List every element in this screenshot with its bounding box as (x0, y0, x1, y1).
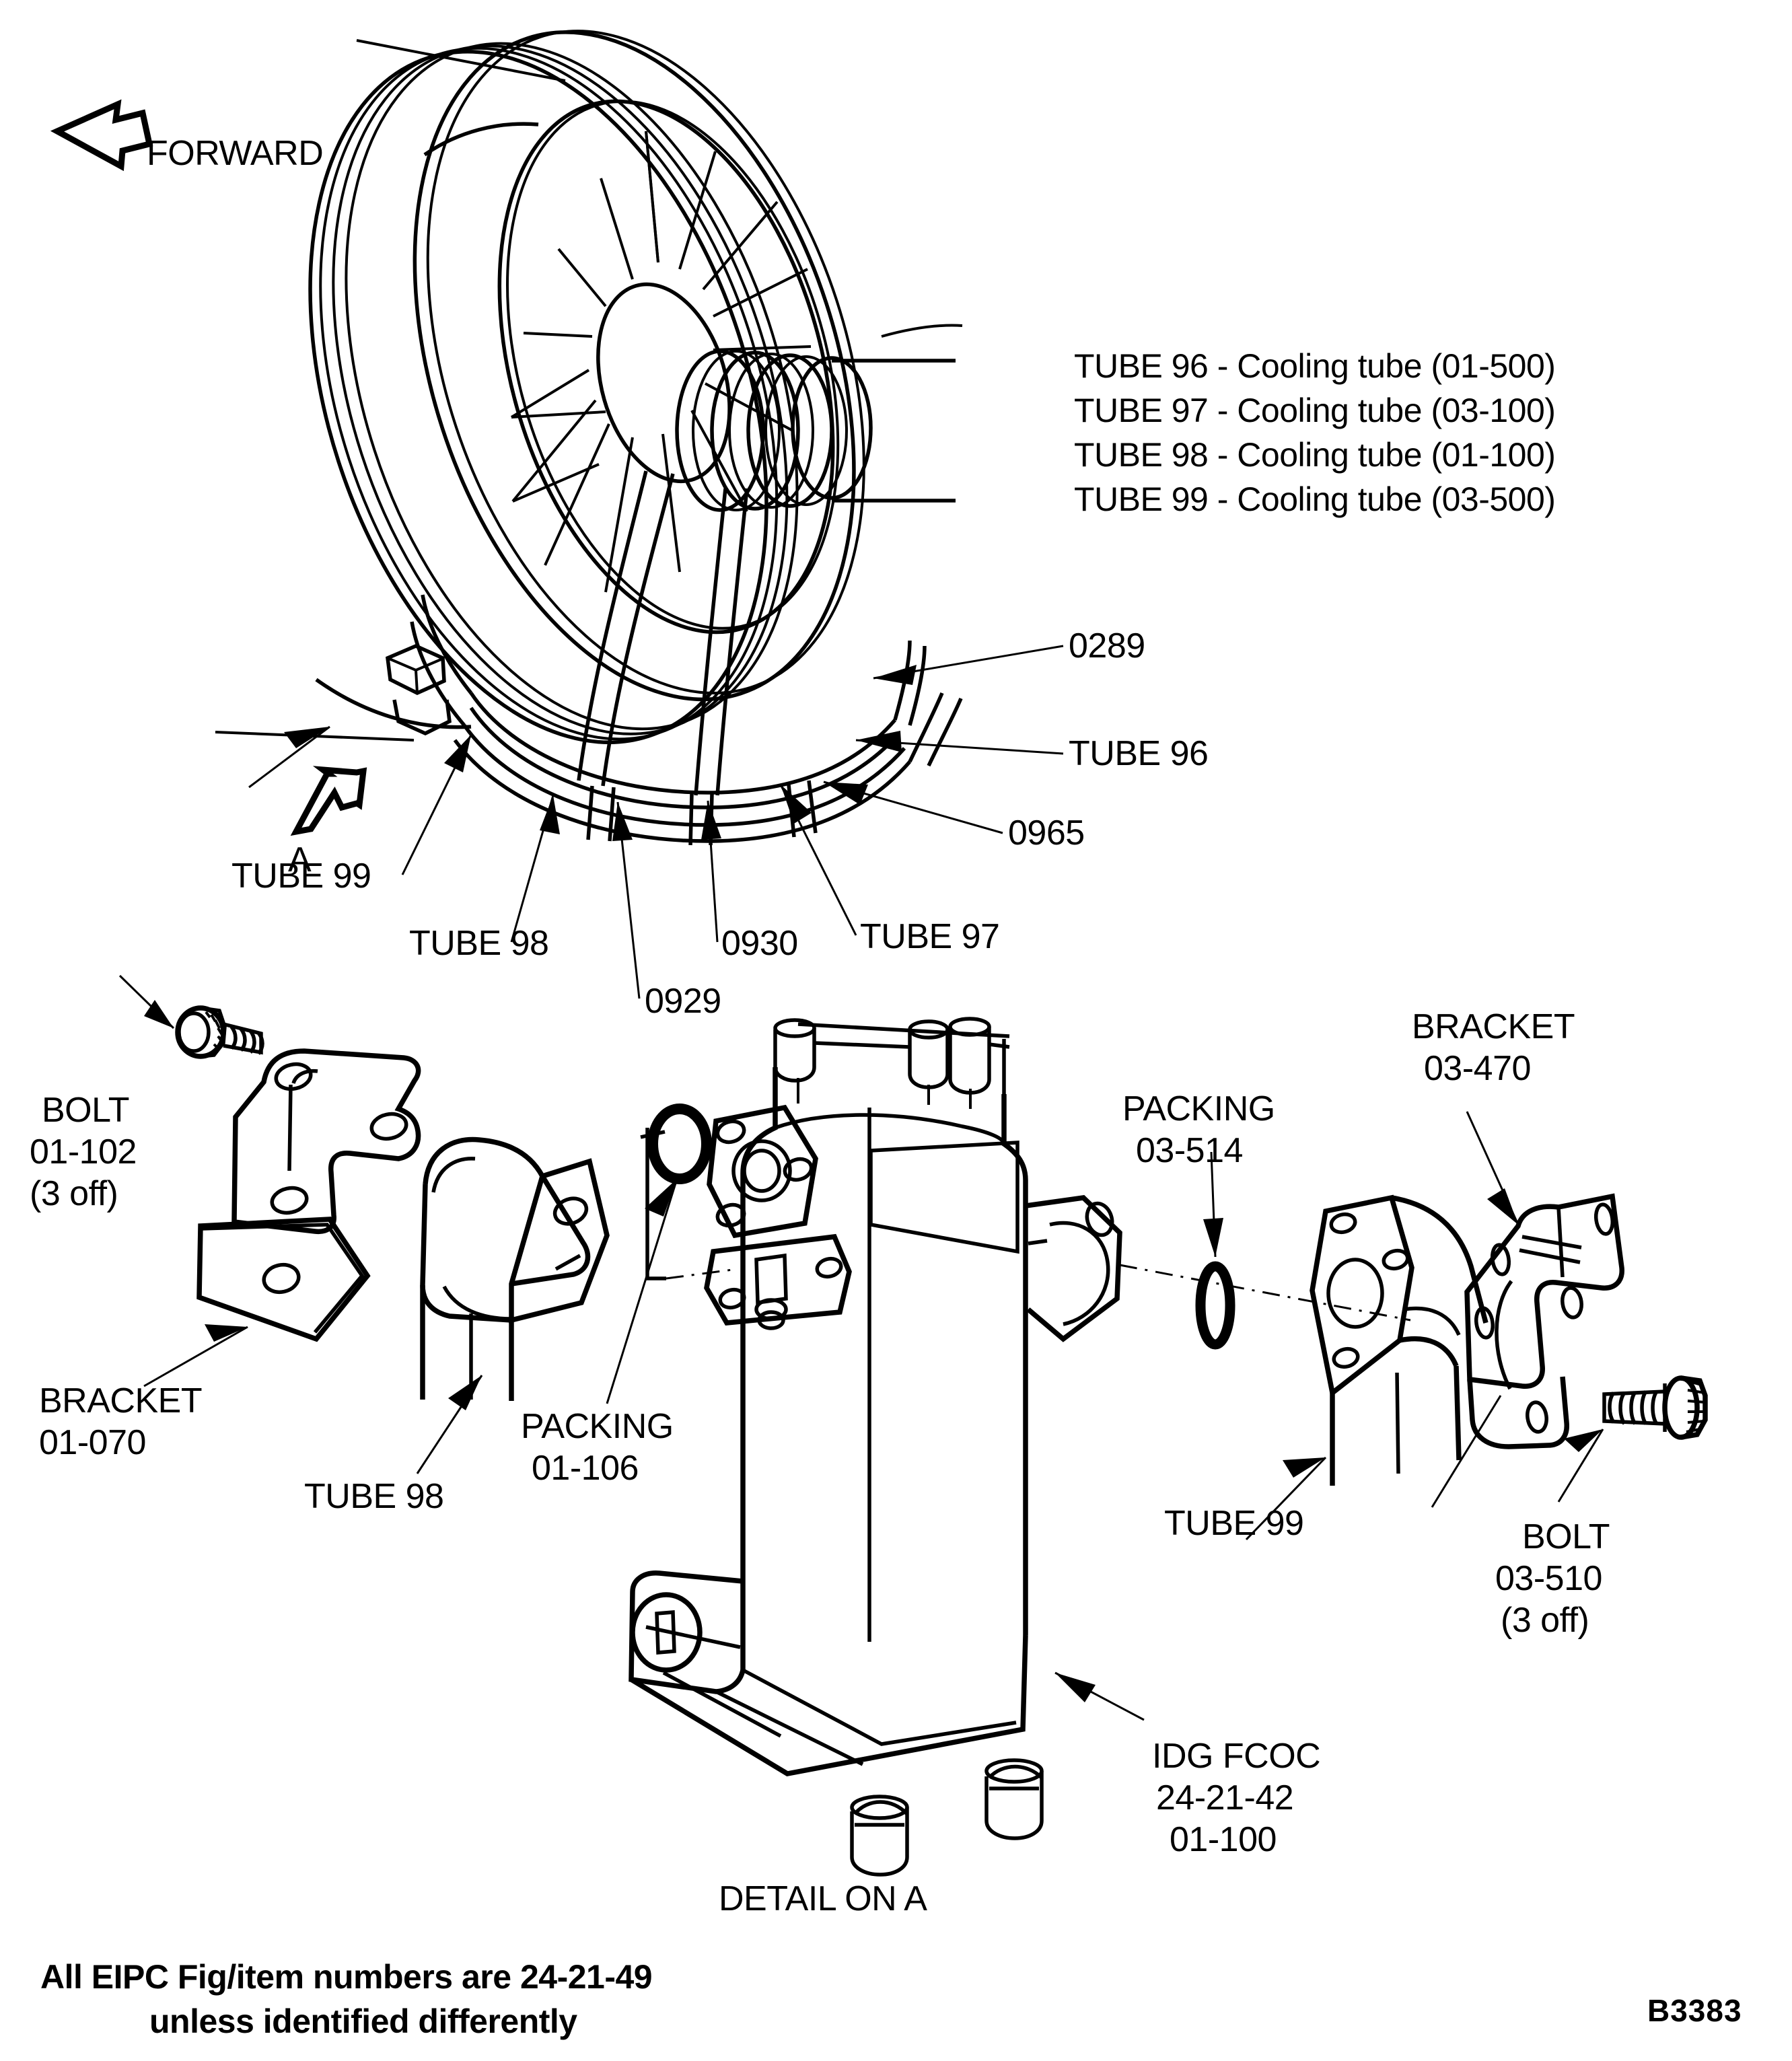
forward-arrow-icon (50, 99, 153, 172)
bracket-01-070-drawing (196, 1048, 421, 1342)
bracket-03-470-line1: BRACKET (1412, 1007, 1575, 1046)
bolt-01-102-line1: BOLT (42, 1091, 129, 1130)
packing-01-106-line2: 01-106 (532, 1449, 639, 1488)
idg-fcoc-drawing (629, 1017, 1122, 1877)
footer-line-2: unless identified differently (149, 2002, 577, 2040)
bolt-01-102-line2: 01-102 (30, 1132, 137, 1171)
idg-fcoc-line2: 24-21-42 (1156, 1778, 1294, 1817)
idg-fcoc-line3: 01-100 (1170, 1820, 1277, 1859)
fan-assembly-drawing (215, 30, 963, 846)
bolt-03-510-line1: BOLT (1522, 1517, 1610, 1556)
bolt-01-102-drawing (175, 1005, 264, 1059)
footer-line-1: All EIPC Fig/item numbers are 24-21-49 (40, 1958, 653, 1996)
bracket-03-470-line2: 03-470 (1424, 1049, 1531, 1088)
callout-tube-99: TUBE 99 (231, 857, 371, 896)
forward-label: FORWARD (147, 134, 324, 173)
legend-line-2: TUBE 97 - Cooling tube (03-100) (1074, 392, 1556, 429)
packing-01-106-line1: PACKING (521, 1407, 674, 1446)
callout-tube-97: TUBE 97 (860, 917, 1000, 956)
callout-0930: 0930 (721, 924, 798, 963)
packing-03-514-line1: PACKING (1122, 1089, 1275, 1128)
tube-99-drawing (1310, 1194, 1489, 1486)
packing-03-514-line2: 03-514 (1136, 1131, 1243, 1170)
fcoc-left-flange (707, 1104, 818, 1239)
section-marker-a: A (288, 840, 312, 879)
bolt-01-102-line3: (3 off) (30, 1174, 118, 1213)
packing-01-106-drawing (640, 1104, 712, 1184)
bolt-03-510-line3: (3 off) (1501, 1601, 1589, 1640)
detail-caption: DETAIL ON A (719, 1879, 927, 1918)
case-fitting (386, 643, 452, 736)
section-arrow-a (290, 766, 367, 836)
figure-code: B3383 (1647, 1993, 1742, 2028)
legend-line-3: TUBE 98 - Cooling tube (01-100) (1074, 436, 1556, 474)
callout-tube-96: TUBE 96 (1069, 734, 1209, 773)
bolt-03-510-line2: 03-510 (1495, 1559, 1602, 1598)
callout-tube-98: TUBE 98 (409, 924, 549, 963)
detail-tube-99: TUBE 99 (1164, 1504, 1304, 1543)
bolt-03-510-drawing (1602, 1375, 1708, 1440)
detail-on-a-drawing (118, 974, 1708, 1877)
tube-98-drawing (420, 1136, 610, 1401)
idg-fcoc-line1: IDG FCOC (1152, 1737, 1321, 1776)
fcoc-right-boss (1025, 1195, 1122, 1342)
callout-0289: 0289 (1069, 626, 1145, 665)
bracket-01-070-line1: BRACKET (39, 1381, 203, 1420)
bracket-03-470-drawing (1464, 1193, 1624, 1449)
callout-0929: 0929 (645, 982, 721, 1021)
legend-line-1: TUBE 96 - Cooling tube (01-500) (1074, 347, 1556, 385)
bracket-01-070-line2: 01-070 (39, 1423, 146, 1462)
detail-tube-98: TUBE 98 (304, 1477, 444, 1516)
fcoc-drain-pad (704, 1233, 852, 1330)
callout-0965: 0965 (1008, 813, 1085, 853)
packing-03-514-drawing (1195, 1261, 1235, 1350)
legend-line-4: TUBE 99 - Cooling tube (03-500) (1074, 480, 1556, 518)
fan-callout-leaders (248, 645, 1064, 999)
